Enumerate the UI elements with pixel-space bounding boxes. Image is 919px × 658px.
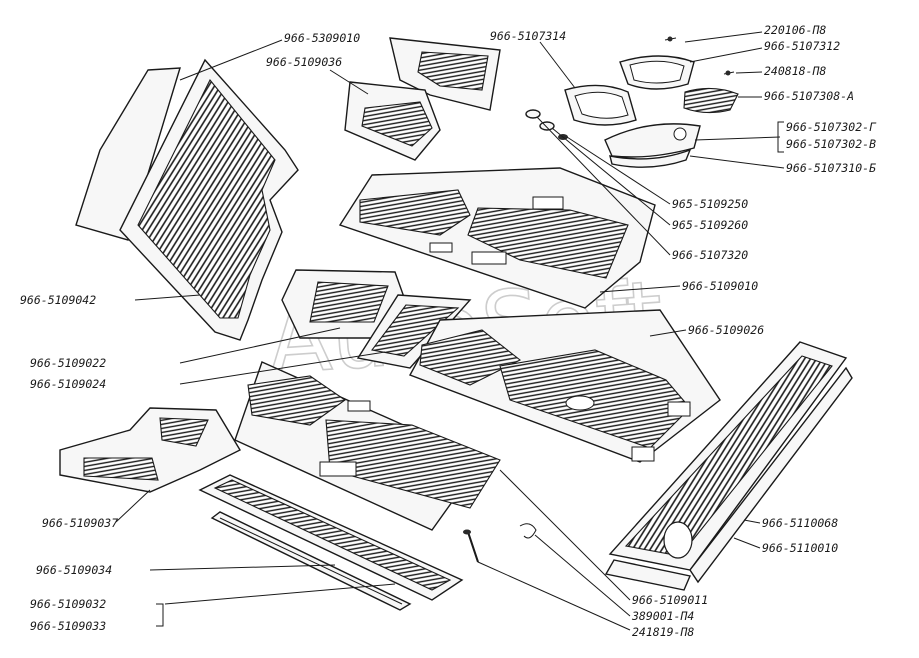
label-966-5109042: 966-5109042 bbox=[20, 293, 96, 307]
bolt-241819 bbox=[463, 529, 471, 535]
label-966-5109010: 966-5109010 bbox=[682, 279, 758, 293]
hatch-assembly bbox=[525, 36, 739, 168]
label-966-5110068: 966-5110068 bbox=[762, 516, 838, 530]
label-966-5107310-b: 966-5107310-Б bbox=[786, 161, 876, 175]
label-966-5107320: 966-5107320 bbox=[672, 248, 748, 262]
label-240818-p8: 240818-П8 bbox=[764, 64, 826, 78]
leader-lines bbox=[115, 31, 785, 631]
plug-2 bbox=[539, 121, 555, 131]
screw-220106 bbox=[667, 36, 673, 42]
screw-240818 bbox=[725, 70, 731, 76]
label-966-5109024: 966-5109024 bbox=[30, 377, 106, 391]
label-966-5109026: 966-5109026 bbox=[688, 323, 764, 337]
label-966-5109032: 966-5109032 bbox=[30, 597, 106, 611]
label-966-5309010: 966-5309010 bbox=[284, 31, 360, 45]
insulation-board bbox=[75, 67, 181, 241]
label-966-5109037: 966-5109037 bbox=[42, 516, 118, 530]
front-arch-cover bbox=[59, 407, 241, 493]
label-966-5107312: 966-5107312 bbox=[764, 39, 840, 53]
label-966-5107308-a: 966-5107308-А bbox=[764, 89, 854, 103]
floor-panel-right-base bbox=[604, 559, 691, 591]
hatch-mat bbox=[683, 87, 739, 114]
middle-floor-panel bbox=[409, 309, 721, 463]
label-966-5110010: 966-5110010 bbox=[762, 541, 838, 555]
fasteners bbox=[463, 523, 537, 563]
part-labels: 966-5309010 966-5109036 966-5107314 2201… bbox=[20, 23, 877, 639]
label-966-5107314: 966-5107314 bbox=[490, 29, 566, 43]
label-966-5109022: 966-5109022 bbox=[30, 356, 106, 370]
label-965-5109250: 965-5109250 bbox=[672, 197, 748, 211]
right-long-panel bbox=[604, 341, 853, 591]
label-966-5109011: 966-5109011 bbox=[632, 593, 708, 607]
sill-mat bbox=[198, 474, 464, 601]
label-241819-p8: 241819-П8 bbox=[632, 625, 694, 639]
hatch-seal bbox=[609, 148, 692, 168]
left-side-panel bbox=[75, 58, 299, 341]
sill-trim bbox=[210, 511, 412, 611]
label-966-5109033: 966-5109033 bbox=[30, 619, 106, 633]
floor-panel-right-rim bbox=[689, 366, 853, 584]
tunnel-mats bbox=[281, 269, 472, 369]
label-966-5109034: 966-5109034 bbox=[36, 563, 112, 577]
plug-1 bbox=[525, 109, 541, 119]
label-965-5109260: 965-5109260 bbox=[672, 218, 748, 232]
label-966-5109036: 966-5109036 bbox=[266, 55, 342, 69]
label-966-5107302-g: 966-5107302-Г bbox=[786, 120, 877, 134]
front-floor-panel bbox=[338, 167, 656, 309]
label-966-5107302-v: 966-5107302-В bbox=[786, 137, 876, 151]
label-220106-p8: 220106-П8 bbox=[764, 23, 826, 37]
clip-389001 bbox=[519, 523, 537, 539]
rear-floor-panel bbox=[234, 361, 501, 531]
arch-cover-pieces bbox=[344, 37, 501, 161]
label-389001-p4: 389001-П4 bbox=[631, 609, 694, 623]
